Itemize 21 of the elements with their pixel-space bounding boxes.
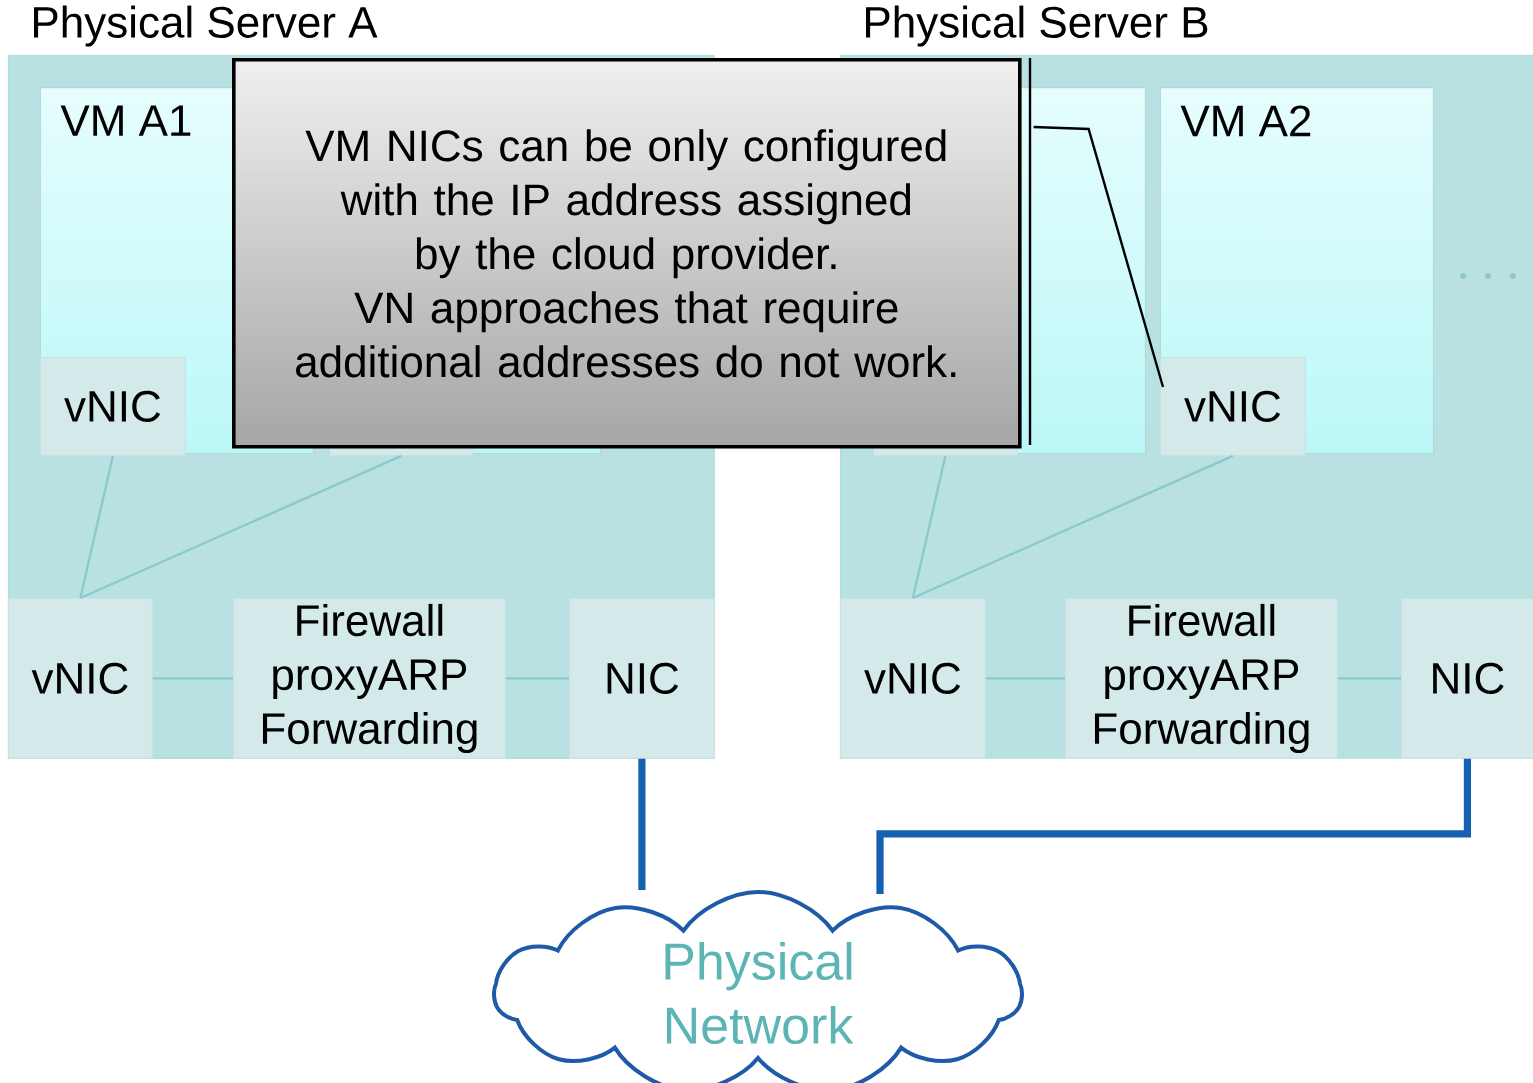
interface-box: vNIC (840, 598, 986, 759)
network-cloud: Physical Network (492, 889, 1024, 1083)
interface-box: vNIC (8, 598, 153, 759)
connector-line (911, 455, 947, 599)
connector-line (152, 677, 233, 680)
connector-line (1337, 677, 1401, 680)
node-label: Physical Server A (34, 5, 378, 47)
interface-box: Firewall proxyARP Forwarding (233, 598, 506, 759)
node-label: Physical Server B (866, 5, 1208, 47)
interface-box: NIC (1401, 598, 1533, 759)
connector-line (985, 677, 1065, 680)
interface-box: vNIC (40, 357, 186, 456)
interface-box: vNIC (1160, 357, 1306, 456)
callout-tooltip: VM NICs can be only configured with the IP address assigned by the cloud provider. VN approaches that require additional addresses do not work. (232, 58, 1032, 449)
connector-line (79, 455, 115, 599)
connector-line (79, 454, 402, 600)
interface-box: Firewall proxyARP Forwarding (1065, 598, 1338, 759)
connector-line (912, 454, 1234, 600)
connector-line (505, 677, 569, 680)
leader-line (1033, 125, 1165, 388)
interface-box: NIC (569, 598, 715, 759)
